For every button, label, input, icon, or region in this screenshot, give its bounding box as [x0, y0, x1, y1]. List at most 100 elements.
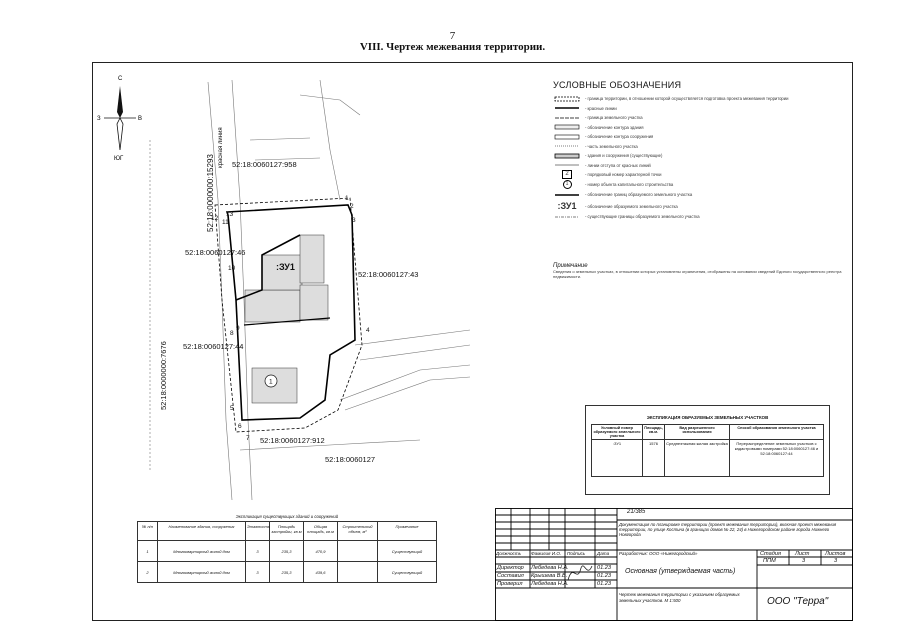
- parcel-label-quarter: 52:18:0060127: [325, 455, 375, 464]
- col-header: № п/п: [138, 522, 158, 541]
- table-cell: Перераспределение земельных участков с к…: [730, 440, 824, 477]
- stage-header: Стадия: [760, 551, 781, 557]
- point-number-symbol: 2: [553, 170, 581, 180]
- building-contour-symbol: [553, 123, 581, 131]
- planning-boundary-symbol: [553, 95, 581, 103]
- existing-formed-boundary-symbol: [553, 213, 581, 221]
- note-text: Сведения о земельных участках, в отношен…: [553, 269, 842, 279]
- sheets-header: Листов: [825, 551, 846, 557]
- developer: Разработчик: ООО «Нижегородский»: [619, 551, 698, 556]
- note-title: Примечание: [553, 263, 588, 269]
- compass-south: ЮГ: [114, 156, 124, 162]
- table-cell: [338, 562, 378, 583]
- page-number: 7: [449, 30, 456, 42]
- point-3: 3: [352, 217, 356, 224]
- sheets-value: 3: [834, 558, 838, 564]
- table-cell: 235,3: [270, 562, 304, 583]
- legend-item: - линии отступа от красных линий: [553, 161, 853, 171]
- compass-east: В: [138, 116, 142, 122]
- stamp-role: Директор: [497, 565, 524, 571]
- formed-parcels-grid: Условный номер образуемого земельного уч…: [591, 424, 824, 477]
- col-header: Способ образования земельного участка: [730, 425, 824, 440]
- streets: [149, 79, 471, 501]
- point-7: 7: [246, 435, 250, 442]
- company-name: ООО "Терра": [767, 596, 829, 607]
- stamp-name-header: Фамилия И.О.: [531, 551, 562, 556]
- formed-parcels-table: ЭКСПЛИКАЦИЯ ОБРАЗУЕМЫХ ЗЕМЕЛЬНЫХ УЧАСТКО…: [585, 405, 830, 495]
- compass-rose: С ЮГ З В: [97, 76, 142, 162]
- stamp-person: Лебедева Н.А.: [531, 581, 569, 587]
- col-header: Вид разрешенного использования: [665, 425, 730, 440]
- legend-item: - существующие границы образуемого земел…: [553, 212, 853, 222]
- table-cell: Многоквартирный жилой дом: [158, 562, 246, 583]
- structures-table-title: Экспликация существующих зданий и сооруж…: [235, 514, 339, 519]
- legend-item: - обозначение контура здания: [553, 123, 853, 133]
- table-cell: Существующий: [378, 541, 437, 562]
- point-13: 13: [226, 211, 234, 218]
- col-header: Площадь застройки, кв.м: [270, 522, 304, 541]
- legend-item: - красные линии: [553, 104, 853, 114]
- structures-table: Экспликация существующих зданий и сооруж…: [137, 514, 437, 583]
- zu-label: :ЗУ1: [276, 262, 295, 272]
- title-block: 21/385 Документация по планировке террит…: [495, 508, 853, 621]
- project-description: Документация по планировке территории (п…: [619, 522, 837, 538]
- table-cell: 1576: [643, 440, 665, 477]
- stamp-role: Составил: [497, 573, 524, 579]
- legend-item: 1 - номер объекта капитального строитель…: [553, 179, 853, 190]
- formed-boundary-symbol: [553, 191, 581, 199]
- col-header: Примечание: [378, 522, 437, 541]
- table-cell: Существующий: [378, 562, 437, 583]
- parcel-boundary-symbol: [553, 114, 581, 122]
- table-cell: [338, 541, 378, 562]
- project-code: 21/385: [627, 509, 646, 515]
- page-heading: VIII. Чертеж межевания территории.: [359, 41, 546, 53]
- structures-grid: № п/п Наименование здания, сооружения Эт…: [137, 521, 437, 583]
- title-block-grid: [495, 508, 853, 621]
- table-cell: 3: [246, 541, 270, 562]
- table-cell: 3: [246, 562, 270, 583]
- legend-item: - обозначение контура сооружения: [553, 132, 853, 142]
- point-9: 9: [236, 325, 240, 332]
- existing-structures: [244, 234, 329, 404]
- table-cell: Среднеэтажная жилая застройка: [665, 440, 730, 477]
- legend-item: - граница территории, в отношении которо…: [553, 94, 853, 104]
- point-8: 8: [230, 330, 234, 337]
- parcel-label-912: 52:18:0060127:912: [260, 436, 325, 445]
- point-11: 11: [222, 219, 229, 226]
- drawing-frame: [92, 62, 853, 621]
- stamp-date: 01.23: [597, 565, 611, 571]
- col-header: Общая площадь, кв.м: [304, 522, 338, 541]
- col-header: Площадь, кв.м.: [643, 425, 665, 440]
- stamp-person: Лебедева Н.А.: [531, 565, 569, 571]
- setback-line-symbol: [553, 161, 581, 169]
- point-6: 6: [238, 423, 242, 430]
- col-header: Наименование здания, сооружения: [158, 522, 246, 541]
- legend-item: :ЗУ1 - обозначение образуемого земельног…: [553, 200, 853, 212]
- parcel-label-958: 52:18:0060127:958: [232, 160, 297, 169]
- table-cell: 1: [138, 541, 158, 562]
- table-cell: :ЗУ1: [591, 440, 643, 477]
- col-header: Этажность: [246, 522, 270, 541]
- existing-building-symbol: [553, 152, 581, 160]
- red-line-symbol: [553, 104, 581, 112]
- building-number-1: 1: [269, 379, 273, 386]
- legend-item: 2 - порядковый номер характерной точки: [553, 170, 853, 180]
- signature: [567, 565, 593, 581]
- stamp-date: 01.23: [597, 581, 611, 587]
- point-10: 10: [228, 265, 236, 272]
- structure-contour-symbol: [553, 133, 581, 141]
- legend-item: - часть земельного участка: [553, 142, 853, 152]
- stamp-sign-header: Подпись: [567, 551, 586, 556]
- legend-title: УСЛОВНЫЕ ОБОЗНАЧЕНИЯ: [553, 80, 682, 90]
- red-line-caption: красная линия: [218, 127, 224, 168]
- table-cell: Многоквартирный жилой дом: [158, 541, 246, 562]
- point-5: 5: [230, 405, 234, 412]
- point-12: 12: [211, 215, 219, 222]
- drawing-note: Примечание Сведения о земельных участках…: [553, 263, 849, 279]
- stamp-role: Проверил: [497, 581, 523, 587]
- parcel-label-15293: 52:18:0000000:15293: [206, 154, 215, 232]
- stamp-person: Крышева В.В.: [531, 573, 568, 579]
- part-title: Основная (утверждаемая часть): [625, 568, 736, 575]
- stamp-date-header: Дата: [597, 551, 610, 556]
